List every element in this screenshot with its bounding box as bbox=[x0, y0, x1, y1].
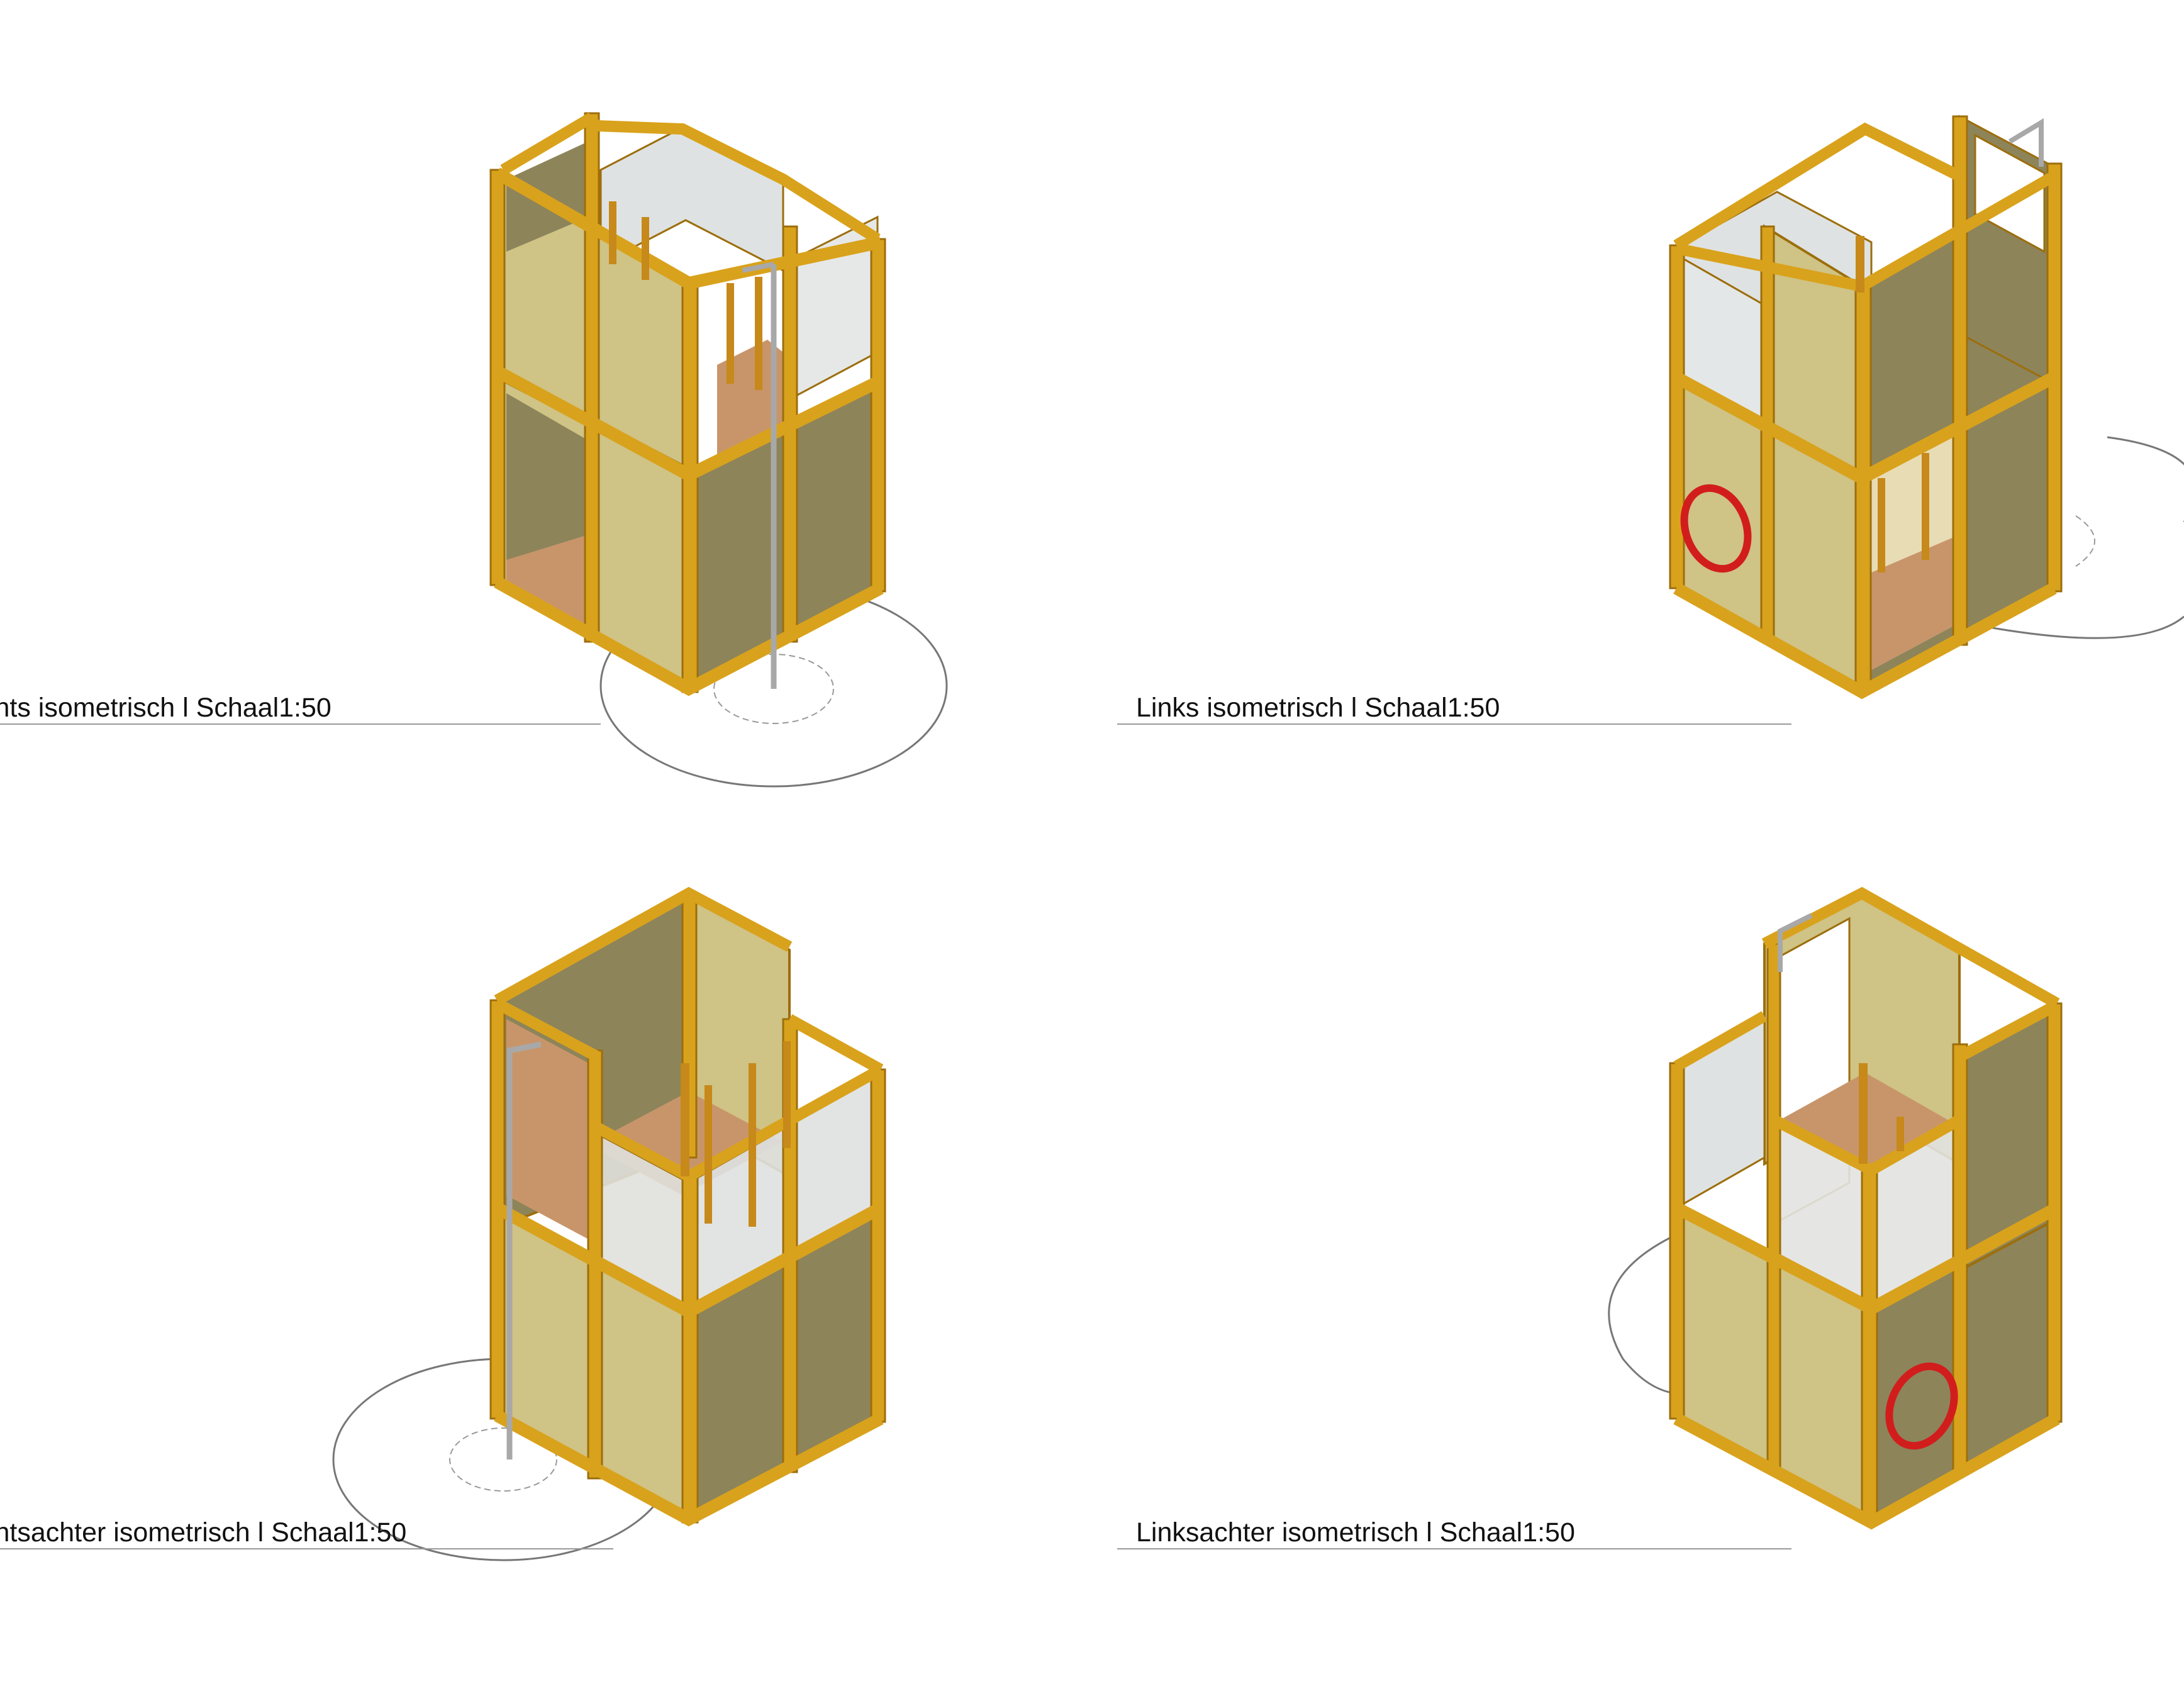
door-opening bbox=[506, 1019, 594, 1242]
door-floor bbox=[1871, 535, 1959, 670]
frame-post bbox=[681, 1175, 699, 1524]
swing-arc-outer bbox=[1608, 1235, 1677, 1395]
ladder-rail bbox=[755, 277, 762, 390]
caption-underline bbox=[1117, 723, 1791, 725]
swing-arc-inner bbox=[449, 1427, 557, 1492]
fireman-pole bbox=[506, 1041, 542, 1460]
frame-post bbox=[870, 1068, 886, 1423]
frame-beam-top bbox=[494, 886, 793, 1005]
ring-opening bbox=[1885, 1362, 1958, 1450]
frame-post bbox=[1861, 1169, 1878, 1524]
frame-beam bbox=[494, 1202, 884, 1319]
frame-beam bbox=[494, 576, 884, 696]
ladder-rail bbox=[749, 1063, 756, 1227]
view-label-links: Links isometrisch l Schaal1:50 bbox=[1136, 693, 1500, 723]
door-floor bbox=[506, 535, 588, 635]
frame-beam-top bbox=[1673, 122, 1963, 250]
view-label-rechts: Rechts isometrisch l Schaal1:50 bbox=[0, 693, 332, 723]
frame-beam bbox=[494, 167, 883, 290]
ladder-rail bbox=[1897, 1117, 1904, 1151]
fireman-pole bbox=[2008, 118, 2044, 167]
frame-beam bbox=[494, 1410, 884, 1527]
caption-underline bbox=[0, 723, 601, 725]
pole-arm bbox=[742, 262, 774, 273]
tower-rechtsachter-isometrisch bbox=[332, 886, 886, 1561]
fireman-pole bbox=[1778, 913, 1813, 972]
frame-post bbox=[1669, 244, 1685, 589]
tower-linksachter-isometrisch bbox=[1608, 886, 2063, 1530]
frame-post bbox=[1766, 942, 1781, 1473]
ladder-rail bbox=[1856, 236, 1864, 293]
frame-beam bbox=[1673, 1413, 2060, 1530]
frame-post bbox=[681, 282, 699, 693]
caption-underline bbox=[1117, 1548, 1791, 1549]
frame-beam bbox=[1673, 372, 2057, 486]
tower-links-isometrisch bbox=[1669, 114, 2184, 700]
ladder-rail bbox=[1878, 478, 1885, 572]
frame-beam bbox=[1673, 1202, 2060, 1316]
ladder-rail bbox=[609, 201, 616, 264]
ladder-rail bbox=[681, 1063, 689, 1176]
ring-opening bbox=[1680, 484, 1752, 573]
frame-post bbox=[870, 238, 886, 593]
frame-post bbox=[584, 112, 600, 643]
front-panel bbox=[1763, 224, 1863, 695]
top-window-opening bbox=[1974, 133, 2046, 254]
caption-underline bbox=[0, 1548, 613, 1549]
frame-beam bbox=[494, 366, 884, 483]
frame-beam bbox=[494, 998, 601, 1062]
view-label-linksachter: Linksachter isometrisch l Schaal1:50 bbox=[1136, 1517, 1575, 1548]
ladder-rail bbox=[1922, 453, 1929, 560]
frame-beam bbox=[1673, 1011, 1768, 1071]
frame-beam-top bbox=[1761, 886, 2060, 1008]
frame-beam bbox=[786, 1014, 884, 1074]
frame-beam-top bbox=[500, 113, 881, 244]
frame-beam bbox=[1771, 1115, 1963, 1177]
tower-rechts-isometrisch bbox=[489, 112, 948, 788]
frame-beam bbox=[1956, 1002, 2057, 1062]
swing-arc-outer bbox=[1981, 436, 2184, 639]
view-label-rechtsachter: Rechtsachter isometrisch l Schaal1:50 bbox=[0, 1517, 407, 1548]
frame-post bbox=[1952, 115, 1968, 646]
frame-post bbox=[1669, 1062, 1685, 1420]
ladder-rail bbox=[705, 1085, 712, 1224]
ladder-rail bbox=[1859, 1063, 1868, 1164]
frame-post bbox=[1854, 282, 1872, 693]
frame-beam bbox=[1673, 583, 2057, 700]
ladder-rail bbox=[783, 1041, 791, 1148]
swing-arc-inner bbox=[2075, 515, 2095, 567]
ladder-rail bbox=[642, 217, 649, 280]
ladder-rail bbox=[727, 283, 734, 384]
